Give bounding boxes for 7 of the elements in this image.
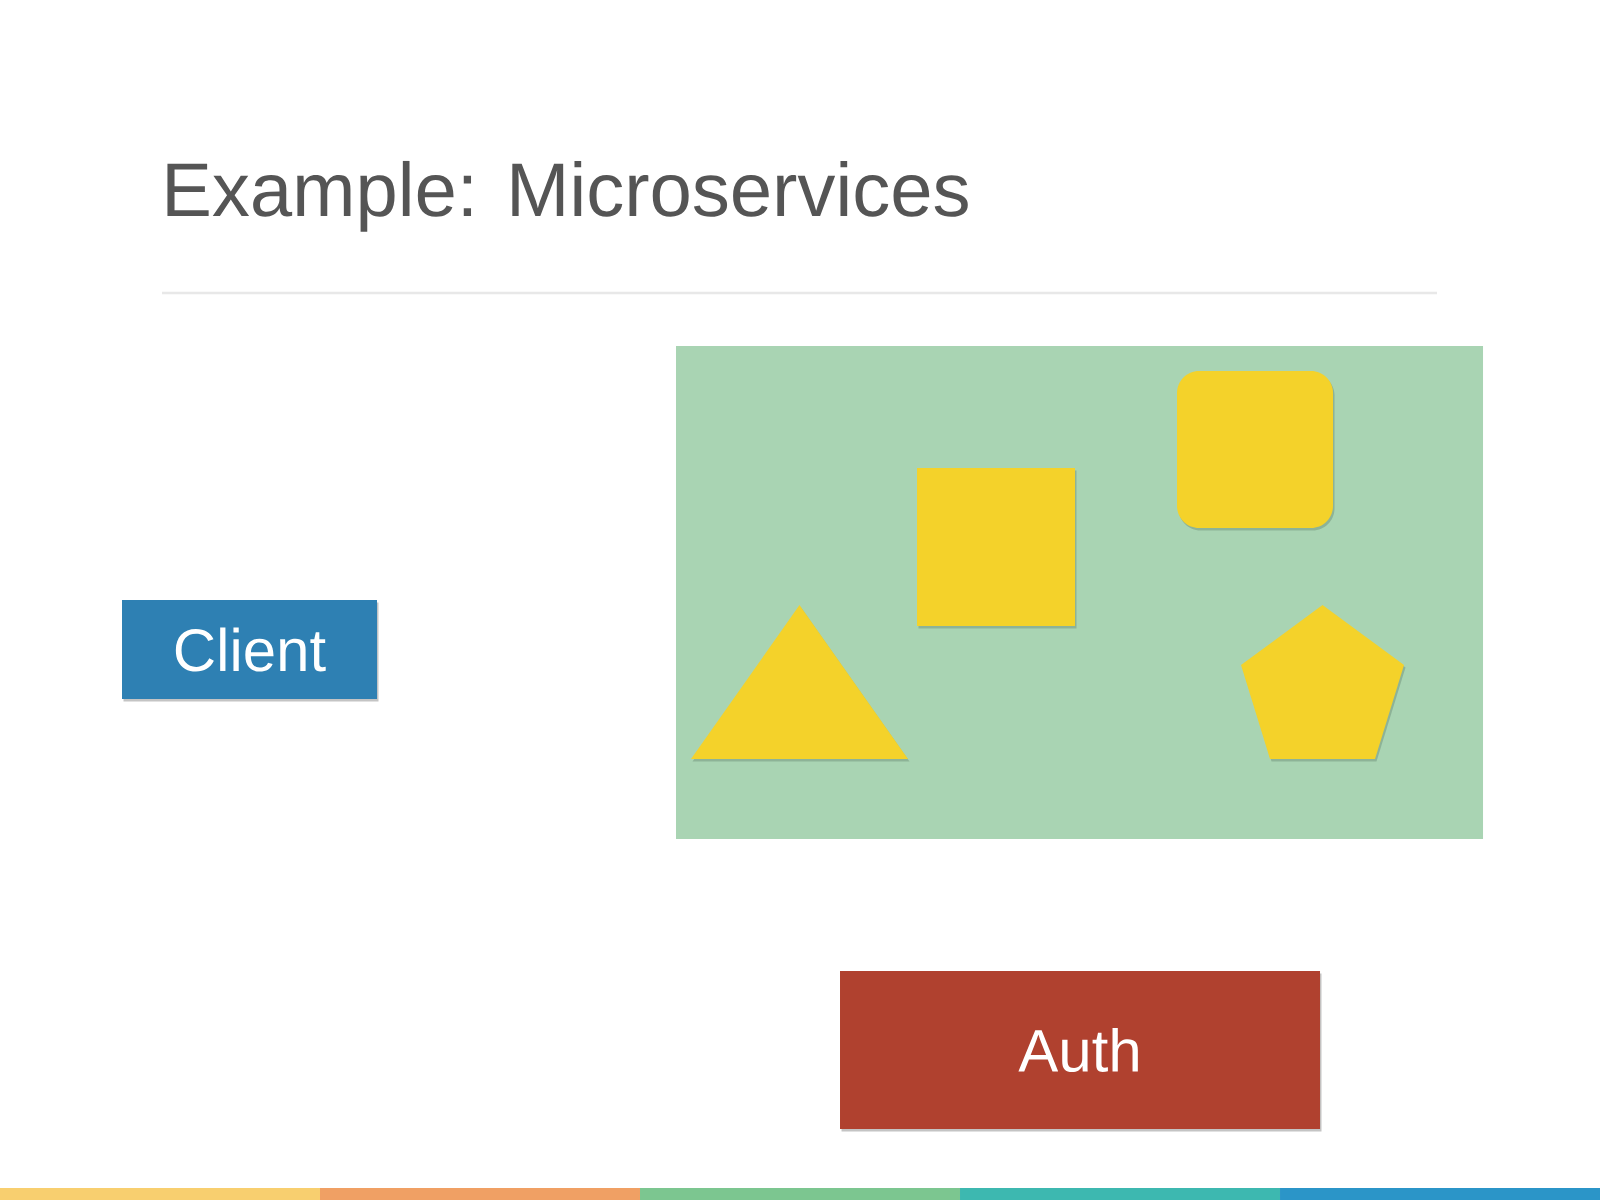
slide-title: Example: Microservices xyxy=(167,160,968,232)
pentagon xyxy=(1241,605,1406,762)
auth-box: Auth xyxy=(840,971,1322,1132)
client-box: Client xyxy=(122,600,379,702)
rounded-square xyxy=(1177,371,1335,531)
triangle xyxy=(691,605,910,762)
square xyxy=(917,468,1077,629)
